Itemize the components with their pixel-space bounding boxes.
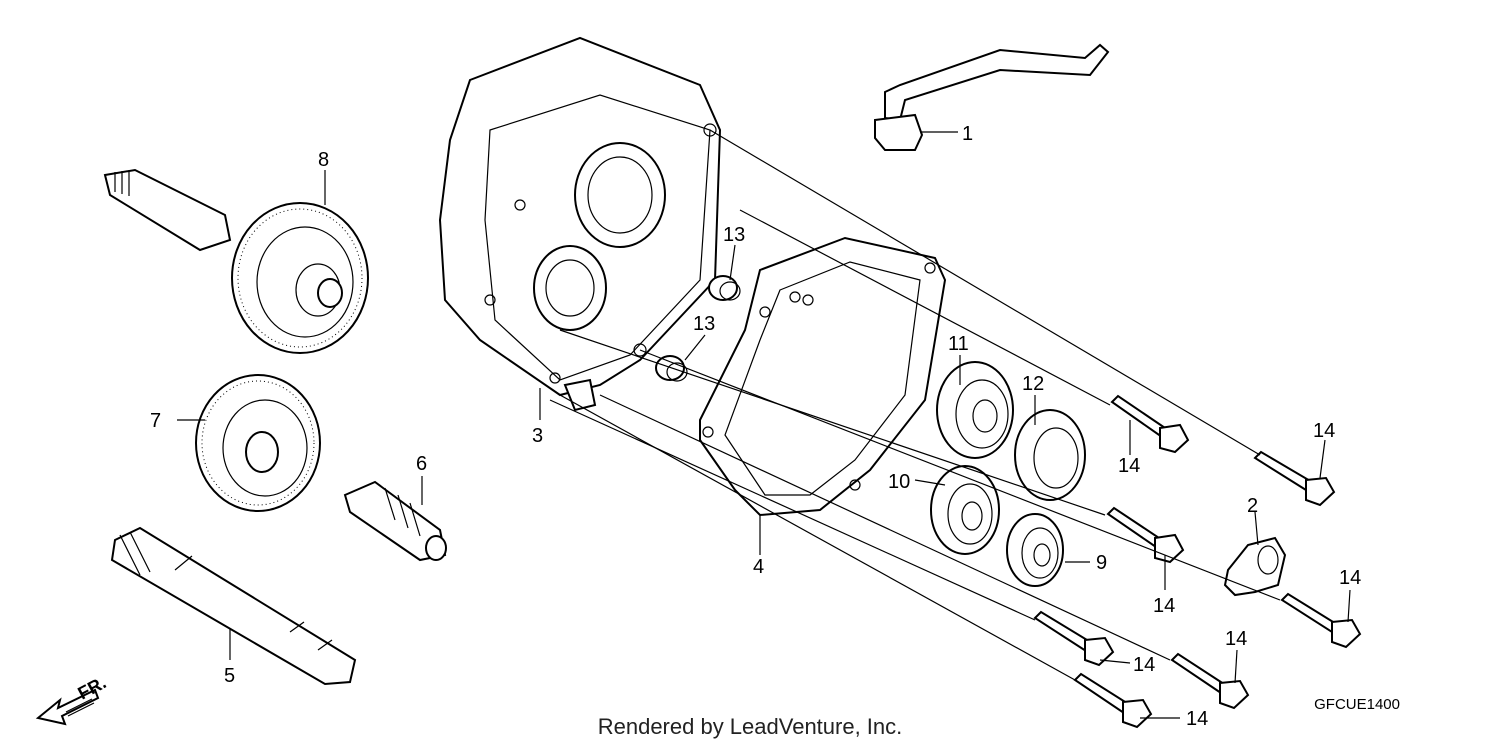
- callout-10: 10: [888, 471, 910, 493]
- leader-lines: [177, 131, 1351, 719]
- callout-3: 3: [532, 425, 543, 447]
- callout-12: 12: [1022, 373, 1044, 395]
- callout-8: 8: [318, 149, 329, 171]
- part-6-drive-pinion[interactable]: [343, 480, 447, 562]
- part-11-bearing[interactable]: [936, 361, 1014, 459]
- part-13-dowel-pin-upper[interactable]: [708, 275, 741, 301]
- part-14-bolt-g[interactable]: [1073, 672, 1153, 729]
- part-14-bolt-e[interactable]: [1033, 610, 1115, 667]
- part-1-breather-tube[interactable]: [874, 43, 1110, 151]
- part-12-oil-seal[interactable]: [1014, 409, 1086, 501]
- part-13-dowel-pin-lower[interactable]: [655, 355, 688, 382]
- part-14-bolt-c[interactable]: [1106, 506, 1185, 564]
- diagram-code: GFCUE1400: [1314, 696, 1400, 713]
- callout-14-c: 14: [1153, 595, 1175, 617]
- callout-14-d: 14: [1339, 567, 1361, 589]
- part-10-bearing[interactable]: [930, 465, 1000, 555]
- part-3-transmission-case[interactable]: [438, 36, 722, 412]
- alignment-lines: [549, 129, 1281, 681]
- part-14-bolt-a[interactable]: [1110, 394, 1190, 454]
- part-9-bearing[interactable]: [1006, 513, 1064, 587]
- part-8-final-shaft-gear[interactable]: [103, 168, 369, 354]
- callout-5: 5: [224, 665, 235, 687]
- part-5-drive-shaft[interactable]: [110, 526, 357, 686]
- callout-14-e: 14: [1133, 654, 1155, 676]
- callout-7: 7: [150, 410, 161, 432]
- callout-9: 9: [1096, 552, 1107, 574]
- callout-4: 4: [753, 556, 764, 578]
- callout-1: 1: [962, 123, 973, 145]
- callout-14-a: 14: [1118, 455, 1140, 477]
- part-7-countershaft-gear[interactable]: [195, 374, 321, 512]
- part-14-bolt-f[interactable]: [1170, 652, 1250, 710]
- part-2-tube-clamp[interactable]: [1223, 536, 1287, 597]
- callout-6: 6: [416, 453, 427, 475]
- render-credit-caption: Rendered by LeadVenture, Inc.: [597, 714, 903, 739]
- callout-2: 2: [1247, 495, 1258, 517]
- callout-11: 11: [948, 333, 969, 355]
- part-14-bolt-b[interactable]: [1253, 450, 1336, 507]
- callout-13-lower: 13: [693, 313, 715, 335]
- callout-14-g: 14: [1186, 708, 1208, 730]
- callout-14-f: 14: [1225, 628, 1247, 650]
- callout-14-b: 14: [1313, 420, 1335, 442]
- callout-13-upper: 13: [723, 224, 745, 246]
